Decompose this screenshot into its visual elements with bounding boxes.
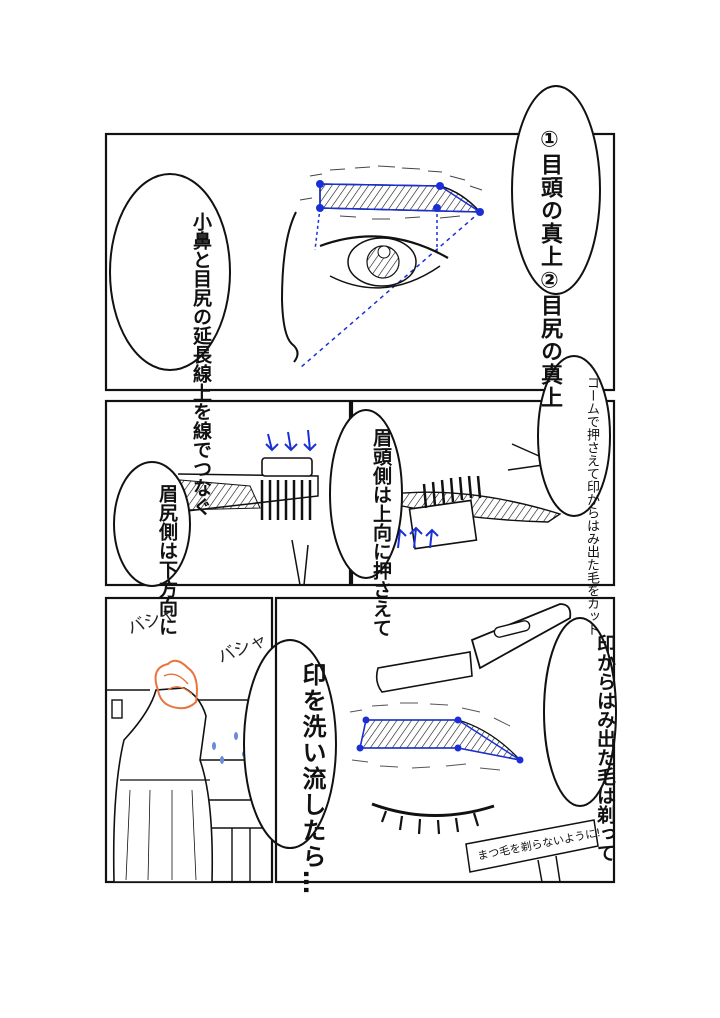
panel-6 <box>274 596 617 884</box>
comb-body <box>408 499 478 550</box>
closed-eyelid <box>371 802 495 817</box>
skirt-folds <box>125 789 197 881</box>
lower-eyelid <box>329 265 441 289</box>
caption-shave: 印からはみ出た毛は剃って <box>594 634 616 862</box>
face-outline <box>280 211 299 363</box>
sign-post <box>537 855 561 883</box>
comb-teeth <box>422 475 482 509</box>
caption-nose-line: 小鼻と目尻の延長線上を線でつなぐ <box>130 212 214 516</box>
balloon-shave <box>543 617 617 807</box>
caption-points: ①目頭の真上②目尻の真上 <box>534 110 594 409</box>
eyebrow-stubble <box>299 165 483 220</box>
comb-body <box>261 457 313 477</box>
sign-board <box>465 819 599 873</box>
person-hair <box>154 659 198 710</box>
balloon-nose-line <box>109 173 231 371</box>
guide-points <box>316 180 484 216</box>
balloon-up <box>329 409 403 579</box>
balloon-tail-down <box>113 461 191 587</box>
scissors <box>291 539 309 586</box>
balloon-cut <box>537 355 611 517</box>
eye-highlight <box>377 245 391 259</box>
eye-iris <box>347 237 417 287</box>
eyebrow <box>359 719 522 762</box>
balloon-wash <box>243 639 337 849</box>
guide-points <box>356 716 524 764</box>
razor-blade <box>375 651 473 693</box>
caption-comb-cut: コームで押さえて印からはみ出た毛をカット <box>584 376 599 636</box>
guide-lines <box>359 719 521 761</box>
caption-point-1: ①目頭の真上 <box>537 127 562 269</box>
eyebrow-stubble <box>349 702 511 771</box>
hair-strands <box>163 673 193 695</box>
razor-switch <box>493 620 531 638</box>
razor-handle <box>470 603 572 670</box>
panel-4 <box>104 596 337 884</box>
eyelashes <box>380 810 480 835</box>
upper-eyelid <box>319 235 449 259</box>
panel-2 <box>104 399 352 587</box>
balloon-points <box>511 85 601 295</box>
comb-teeth <box>260 480 312 520</box>
down-arrows-icon <box>265 429 317 452</box>
caption-wash: 印を洗い流したら… <box>298 662 326 896</box>
panel-3 <box>329 355 616 587</box>
guide-lines <box>299 183 481 369</box>
caption-brow-head: 眉頭側は上向に押さえて <box>370 428 392 637</box>
caption-point-2: ②目尻の真上 <box>537 268 562 410</box>
panel-1 <box>104 85 616 392</box>
caption-brow-tail: 眉尻側は下方向に <box>156 484 178 636</box>
person-body <box>112 687 214 883</box>
